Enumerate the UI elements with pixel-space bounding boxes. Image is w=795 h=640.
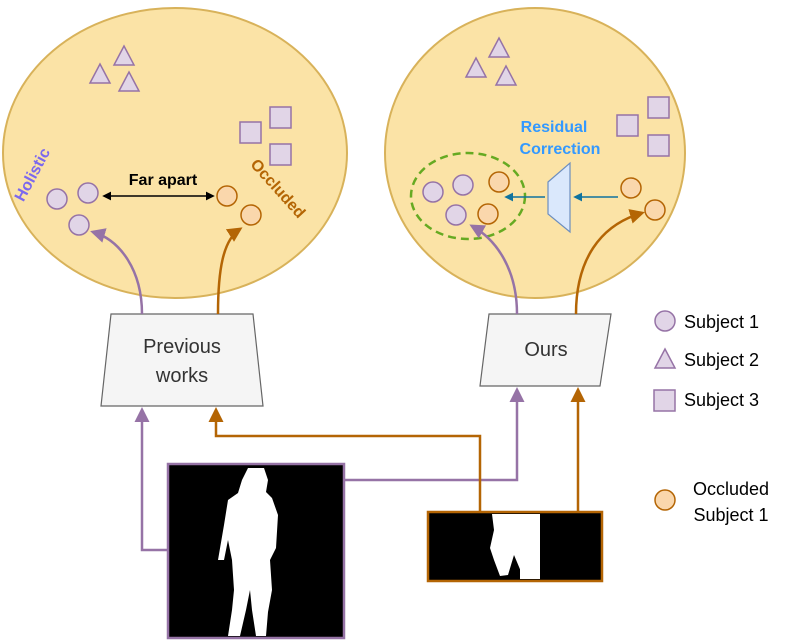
right-feature-cluster: Residual Correction: [384, 7, 686, 299]
ours-holistic-embedding-arrow: [469, 224, 519, 315]
far-apart-label: Far apart: [129, 172, 198, 189]
subject3-square: [647, 134, 670, 157]
subject1-circle: [46, 188, 68, 210]
subject1-circle: [68, 214, 90, 236]
subject3-square: [269, 143, 292, 166]
occluded-subject1-circle: [620, 177, 642, 199]
legend-subject3-label: Subject 3: [684, 390, 759, 410]
holistic-input-to-previous-arrow: [134, 407, 168, 552]
holistic-input-to-ours-arrow: [344, 387, 525, 482]
residual-correction-block: [547, 161, 571, 234]
subject2-triangle: [464, 56, 488, 78]
subject3-square: [239, 121, 262, 144]
occluded-subject1-circle: [240, 204, 262, 226]
subject2-triangle: [117, 70, 141, 92]
subject1-circle: [452, 174, 474, 196]
subject3-square: [269, 106, 292, 129]
circle-icon: [654, 310, 676, 332]
occluded-input-image: [426, 510, 604, 583]
subject2-triangle: [487, 36, 511, 58]
occluded-input-to-previous-arrow: [208, 407, 482, 512]
subject1-circle: [77, 182, 99, 204]
occluded-subject1-circle: [488, 171, 510, 193]
subject2-triangle: [112, 44, 136, 66]
left-feature-cluster: Far apart Holistic Occluded: [2, 7, 348, 299]
previous-works-label: Previous: [143, 336, 221, 358]
legend-subject2-label: Subject 2: [684, 350, 759, 370]
subject1-circle: [422, 181, 444, 203]
occluded-embedding-arrow: [216, 227, 243, 315]
subject2-triangle: [494, 64, 518, 86]
corrected-cluster-dashed-circle: [409, 151, 527, 241]
occluded-subject1-circle: [644, 199, 666, 221]
holistic-embedding-arrow: [90, 228, 144, 315]
legend-occluded-label: Subject 1: [693, 505, 768, 525]
subject3-square: [647, 96, 670, 119]
legend-occluded-label: Occluded: [693, 479, 769, 499]
previous-works-model: Previous works: [100, 313, 264, 407]
occluded-subject1-circle: [216, 185, 238, 207]
ours-occluded-embedding-arrow: [574, 209, 645, 315]
square-icon: [653, 389, 676, 412]
ours-label: Ours: [524, 339, 567, 361]
residual-correction-label: Residual: [521, 119, 588, 136]
occluded-subject1-circle: [477, 203, 499, 225]
triangle-icon: [653, 347, 677, 369]
holistic-input-image: [166, 462, 346, 640]
occluded-circle-icon: [654, 489, 676, 511]
legend: Subject 1 Subject 2 Subject 3 Occluded S…: [653, 310, 769, 525]
subject1-circle: [445, 204, 467, 226]
previous-works-label: works: [155, 365, 208, 387]
subject3-square: [616, 114, 639, 137]
ours-model: Ours: [479, 313, 612, 387]
residual-correction-label: Correction: [520, 141, 601, 158]
legend-subject1-label: Subject 1: [684, 312, 759, 332]
subject2-triangle: [88, 62, 112, 84]
